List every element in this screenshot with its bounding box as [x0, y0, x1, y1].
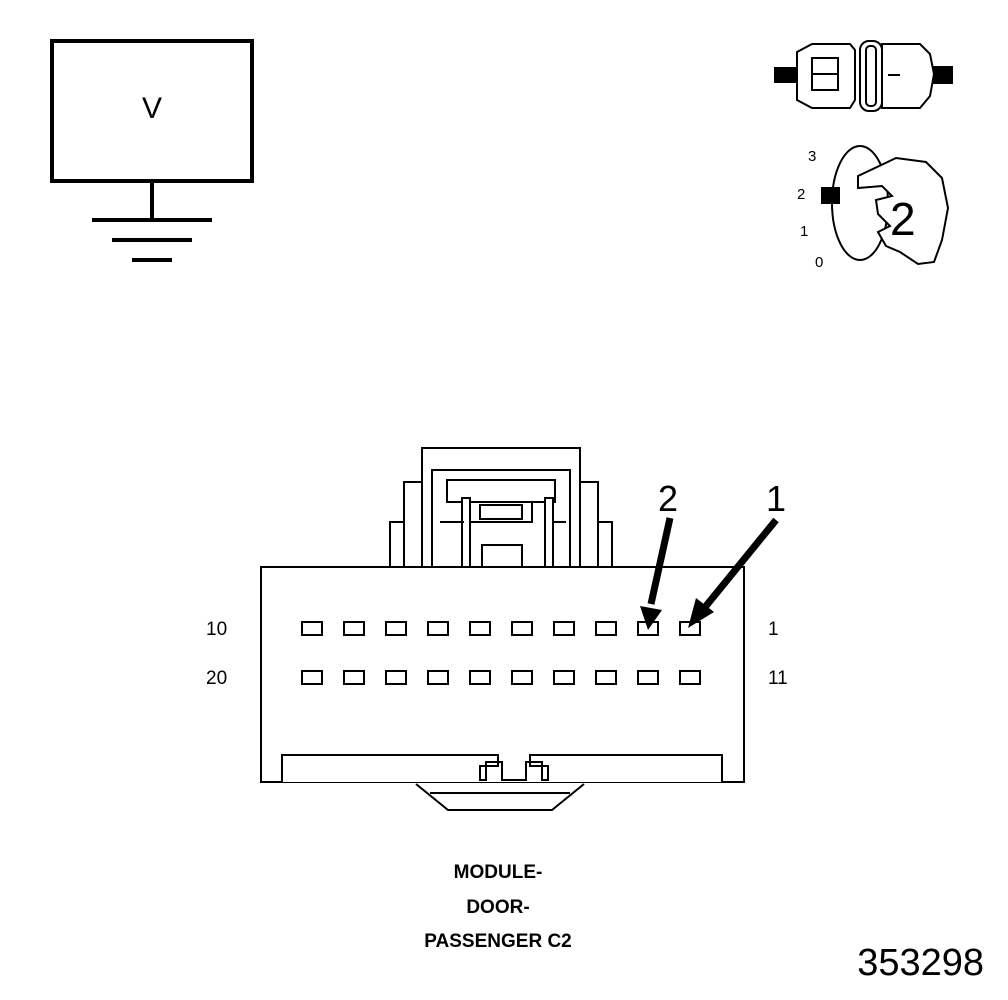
terminal-cavity-6	[469, 621, 491, 636]
connector-housing	[260, 447, 745, 811]
dial-pointer-icon	[821, 187, 840, 204]
terminal-cavity-11	[679, 670, 701, 685]
dial-selected-value: 2	[890, 193, 916, 245]
terminal-cavity-5	[511, 621, 533, 636]
dial-position-0: 0	[815, 254, 824, 271]
terminal-cavity-16	[469, 670, 491, 685]
pin-label-1: 1	[768, 619, 779, 640]
terminal-cavity-19	[343, 670, 365, 685]
terminal-cavities	[301, 621, 701, 685]
figure-number: 353298	[857, 942, 984, 984]
ground-icon	[92, 218, 212, 262]
dial-position-1: 1	[800, 223, 809, 240]
callout-arrow-2	[640, 517, 674, 630]
dial-position-2: 2	[797, 186, 806, 203]
terminal-cavity-3	[595, 621, 617, 636]
terminal-cavity-12	[637, 670, 659, 685]
pin-label-11: 11	[768, 668, 788, 689]
terminal-cavity-18	[385, 670, 407, 685]
terminal-cavity-4	[553, 621, 575, 636]
caption-line-2: DOOR-	[466, 897, 530, 918]
terminal-cavity-15	[511, 670, 533, 685]
terminal-cavity-13	[595, 670, 617, 685]
callout-label-1: 1	[766, 478, 787, 519]
terminal-cavity-9	[343, 621, 365, 636]
caption-line-3: PASSENGER C2	[424, 931, 572, 952]
dial-selector-icon	[821, 145, 950, 266]
callout-arrow-1	[688, 517, 779, 628]
dial-position-3: 3	[808, 148, 817, 165]
terminal-cavity-8	[385, 621, 407, 636]
meter-label: V	[142, 92, 163, 125]
pin-label-10: 10	[206, 619, 228, 640]
voltmeter-symbol	[50, 39, 254, 262]
caption-line-1: MODULE-	[453, 862, 543, 883]
terminal-cavity-20	[301, 670, 323, 685]
pin-label-20: 20	[206, 668, 228, 689]
terminal-cavity-10	[301, 621, 323, 636]
test-probe-icon	[774, 40, 953, 112]
terminal-cavity-17	[427, 670, 449, 685]
terminal-cavity-7	[427, 621, 449, 636]
callout-label-2: 2	[658, 478, 679, 519]
terminal-cavity-14	[553, 670, 575, 685]
callout-arrows	[640, 517, 779, 630]
